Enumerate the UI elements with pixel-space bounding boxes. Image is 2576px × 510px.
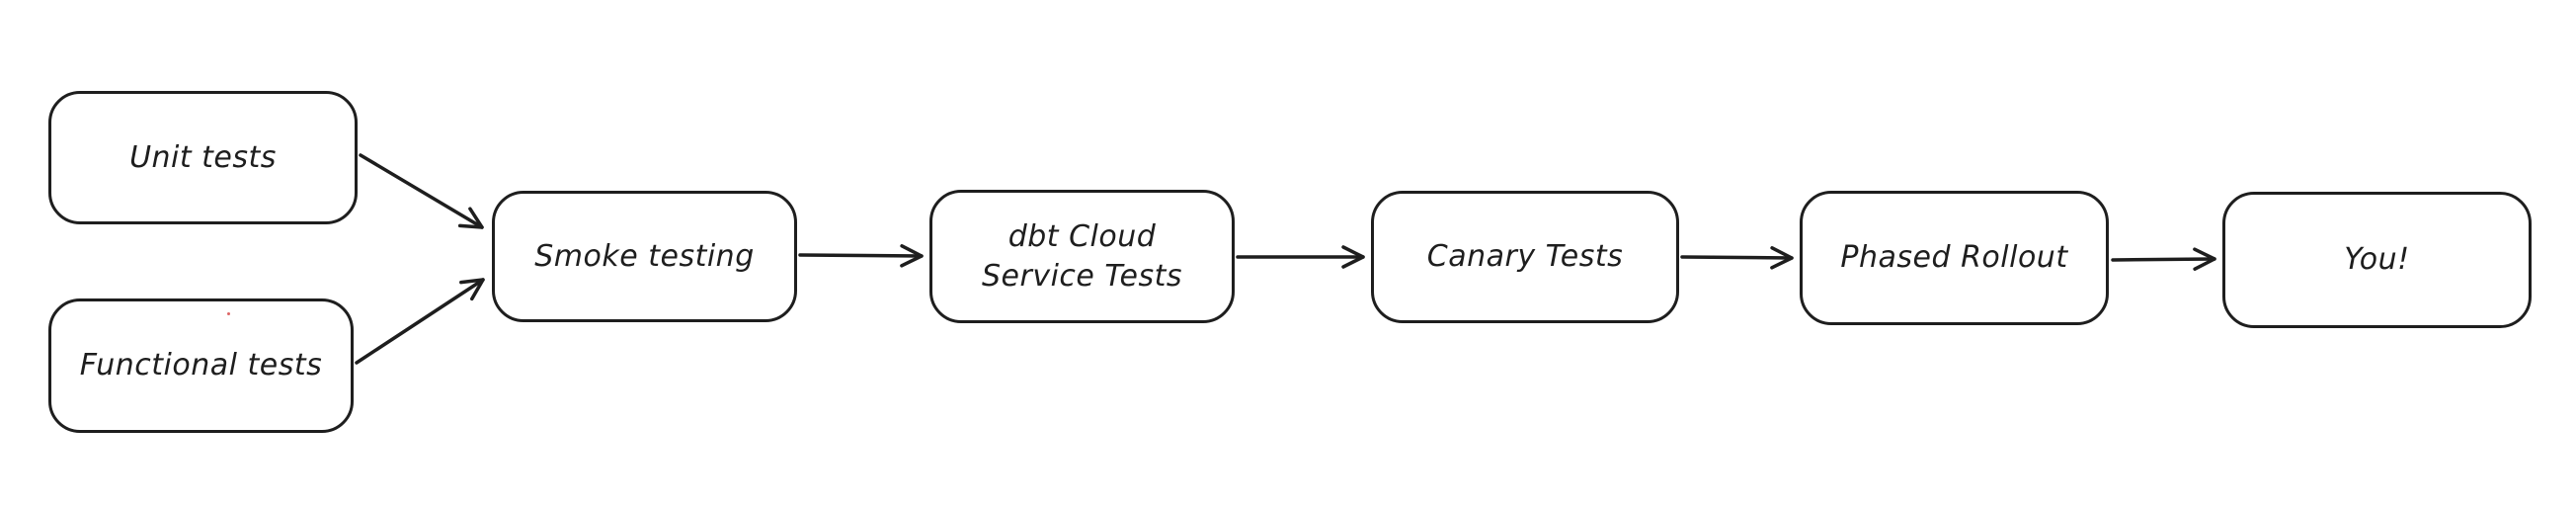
node-functional-tests-label: Functional tests (79, 348, 323, 383)
edge-functional-tests-to-smoke-testing (355, 278, 485, 365)
node-canary-tests-label: Canary Tests (1426, 239, 1624, 275)
node-you-label: You! (2344, 242, 2410, 278)
node-canary-tests: Canary Tests (1371, 191, 1679, 323)
edge-canary-tests-to-phased-rollout (1680, 246, 1794, 270)
node-unit-tests-label: Unit tests (129, 139, 277, 175)
node-phased-rollout-label: Phased Rollout (1840, 240, 2068, 276)
node-dbt-cloud-service-tests-label: dbt Cloud Service Tests (981, 218, 1182, 294)
node-phased-rollout: Phased Rollout (1800, 191, 2109, 325)
node-dbt-cloud-service-tests: dbt Cloud Service Tests (929, 190, 1235, 323)
edge-smoke-testing-to-dbt-cloud-service-tests (798, 244, 924, 268)
node-smoke-testing-label: Smoke testing (534, 238, 755, 274)
node-functional-tests: Functional tests (48, 298, 354, 433)
node-unit-tests: Unit tests (48, 91, 358, 224)
edge-phased-rollout-to-you (2111, 247, 2216, 271)
stray-red-dot (227, 312, 230, 315)
node-smoke-testing: Smoke testing (492, 191, 797, 322)
node-you: You! (2222, 192, 2532, 328)
edge-unit-tests-to-smoke-testing (359, 153, 484, 229)
